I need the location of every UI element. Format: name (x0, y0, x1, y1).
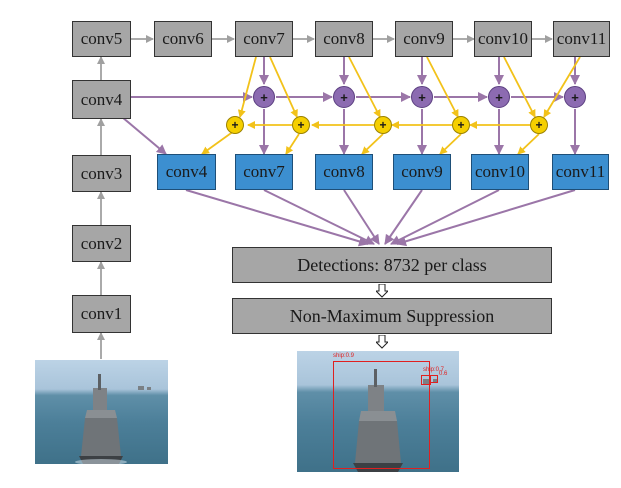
fusion-node-conv10: + (488, 86, 510, 108)
backbone-conv3: conv3 (72, 155, 131, 192)
fusion-node-conv11: + (564, 86, 586, 108)
topdown-node-conv10: + (530, 116, 548, 134)
nms-box: Non-Maximum Suppression (232, 298, 552, 334)
feature-map-conv8: conv8 (315, 154, 373, 190)
input-ship-image (35, 360, 168, 464)
detection-label-1: ship:0.9 (333, 353, 355, 359)
detection-box-3 (430, 375, 438, 383)
top-conv7: conv7 (235, 21, 293, 57)
feature-map-conv7: conv7 (235, 154, 293, 190)
feature-map-conv4: conv4 (157, 154, 216, 190)
detection-box-1 (333, 361, 430, 469)
top-conv6: conv6 (154, 21, 212, 57)
topdown-node-conv4: + (226, 116, 244, 134)
top-conv11: conv11 (553, 21, 610, 57)
detection-label-3: 0.6 (439, 371, 448, 377)
yellow-topdown-arrows (201, 56, 581, 155)
top-conv9: conv9 (395, 21, 453, 57)
down-arrow-icon (376, 284, 388, 298)
feature-map-conv11: conv11 (552, 154, 609, 190)
fusion-node-conv9: + (411, 86, 433, 108)
top-conv8: conv8 (315, 21, 373, 57)
backbone-conv2: conv2 (72, 225, 131, 262)
fusion-node-conv8: + (333, 86, 355, 108)
output-detection-image: ship:0.9 ship:0.7 0.6 (297, 351, 459, 472)
backbone-conv1: conv1 (72, 295, 131, 333)
topdown-node-conv8: + (374, 116, 392, 134)
topdown-node-conv9: + (452, 116, 470, 134)
feature-map-conv9: conv9 (393, 154, 451, 190)
feature-map-conv10: conv10 (471, 154, 529, 190)
backbone-arrows (97, 35, 553, 359)
detections-box: Detections: 8732 per class (232, 247, 552, 283)
purple-fusion-arrows (121, 57, 580, 247)
topdown-node-conv7: + (292, 116, 310, 134)
ship-illustration (75, 374, 151, 464)
down-arrow-icon (376, 335, 388, 349)
top-conv5: conv5 (72, 21, 131, 57)
backbone-conv4: conv4 (72, 80, 131, 119)
top-conv10: conv10 (474, 21, 532, 57)
detection-label-2: ship:0.7 (423, 367, 445, 373)
fusion-node-conv7: + (253, 86, 275, 108)
ship-illustration (353, 369, 438, 472)
